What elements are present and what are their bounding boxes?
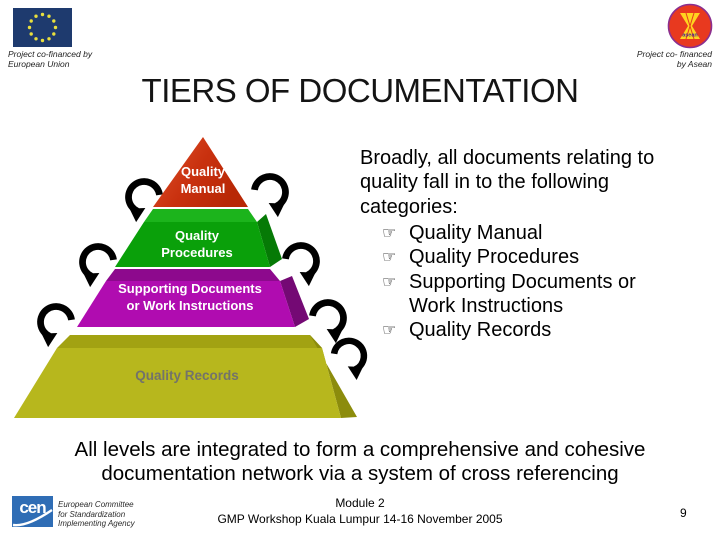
list-item: ☞ Quality Records (382, 319, 552, 342)
eu-flag-icon (13, 8, 72, 52)
pointing-hand-icon: ☞ (382, 271, 397, 291)
intro-text: Broadly, all documents relating to quali… (360, 147, 655, 218)
tier-quality-manual-shape (153, 137, 248, 207)
list-item: ☞ Quality Manual (382, 222, 543, 244)
pointing-hand-icon: ☞ (382, 320, 397, 340)
list-item: ☞ Supporting Documents or (382, 270, 636, 293)
tier-supporting-documents-shape (77, 269, 309, 327)
cen-logo-icon: cen (12, 496, 53, 534)
page-title: TIERS OF DOCUMENTATION (141, 72, 579, 109)
pointing-hand-icon: ☞ (382, 223, 397, 242)
pointing-hand-icon: ☞ (382, 247, 397, 267)
tier-label-quality-procedures: Quality Procedures (161, 228, 233, 260)
cen-caption: European Committee for Standardization I… (58, 500, 135, 528)
bullet-list: ☞ Quality Manual ☞ Quality Procedures ☞ … (382, 221, 702, 342)
tier-label-supporting-documents: Supporting Documents or Work Instruction… (118, 281, 262, 313)
asean-logo-icon: asean (667, 3, 713, 54)
tier-label-quality-records: Quality Records (135, 368, 239, 383)
cen-logo-text: cen (19, 498, 46, 517)
footer-module-text: Module 2 GMP Workshop Kuala Lumpur 14-16… (217, 496, 503, 526)
tier-label-quality-manual: Quality Manual (180, 164, 226, 196)
tier-quality-procedures-shape (115, 209, 282, 267)
cycle-arrow-icon (308, 300, 348, 344)
page-number: 9 (680, 506, 687, 520)
pyramid-diagram (0, 130, 385, 435)
asean-logo-text: asean (682, 33, 698, 39)
asean-caption: Project co- financed by Asean (636, 49, 712, 69)
statement-text: All levels are integrated to form a comp… (74, 438, 646, 485)
list-item-wrap: Work Instructions (409, 294, 564, 317)
eu-caption: Project co-financed by European Union (8, 49, 93, 69)
tier-quality-records-shape (14, 335, 357, 418)
list-item: ☞ Quality Procedures (382, 246, 580, 269)
cycle-arrow-icon (330, 338, 368, 381)
